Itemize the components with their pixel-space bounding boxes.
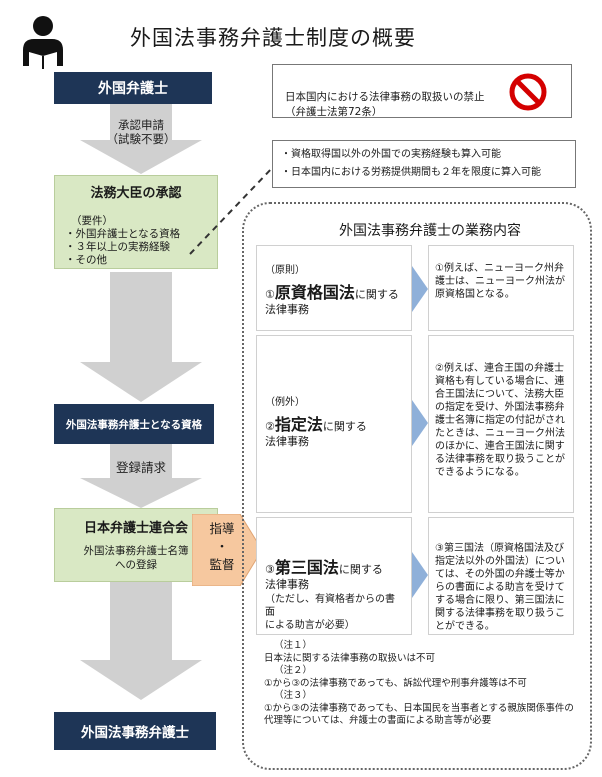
experience-note-line: ・日本国内における労務提供期間も２年を限度に算入可能 bbox=[281, 167, 541, 178]
scope-line2: 法律事務 bbox=[265, 303, 309, 316]
note-text: ①から③の法律事務であっても、日本国民を当事者とする親族関係事件の代理等について… bbox=[264, 702, 574, 727]
foreign-lawyer-box: 外国弁護士 bbox=[54, 72, 212, 104]
notes-block: （注１） 日本法に関する法律事務の取扱いは不可 （注２） ①から③の法律事務であ… bbox=[264, 640, 580, 728]
panel-arrow-2 bbox=[412, 400, 428, 446]
example-cell-2: ②例えば、連合王国の弁護士資格も有している場合に、連合王国法について、法務大臣の… bbox=[428, 335, 574, 513]
requirement-item: ・外国弁護士となる資格 bbox=[65, 228, 181, 240]
flow-arrow-1 bbox=[80, 102, 202, 174]
scope-name: 原資格国法 bbox=[274, 283, 355, 302]
experience-note-line: ・資格取得国以外の外国での実務経験も算入可能 bbox=[281, 149, 501, 160]
panel-arrow-1 bbox=[412, 266, 428, 312]
requirements-heading: （要件） bbox=[71, 215, 113, 227]
scope-cell-1: （原則） ①原資格国法に関する 法律事務 bbox=[256, 245, 412, 331]
federation-title: 日本弁護士連合会 bbox=[83, 521, 188, 536]
qualification-box: 外国法事務弁護士となる資格 bbox=[54, 404, 214, 444]
flow-arrow-2 bbox=[80, 272, 202, 402]
scope-line2: 法律事務 bbox=[265, 435, 309, 448]
scope-name: 第三国法 bbox=[274, 558, 339, 577]
guidance-label: 指導 ・ 監督 bbox=[209, 521, 235, 572]
example-cell-3: ③第三国法（原資格国法及び指定法以外の外国法）については、その外国の弁護士等から… bbox=[428, 517, 574, 635]
note-heading: （注１） bbox=[274, 640, 313, 651]
approval-request-label: 承認申請 （試験不要） bbox=[106, 118, 176, 146]
scope-suffix: に関する bbox=[338, 563, 383, 576]
prohibited-icon bbox=[509, 73, 547, 111]
page-title: 外国法事務弁護士制度の概要 bbox=[130, 26, 416, 50]
scope-prefix: （例外） bbox=[265, 397, 305, 408]
scope-line: ①原資格国法に関する bbox=[265, 279, 403, 303]
prohibition-note-text: 日本国内における法律事務の取扱いの禁止 （弁護士法第72条） bbox=[285, 91, 485, 118]
scope-num: ① bbox=[265, 288, 275, 301]
scope-name: 指定法 bbox=[274, 415, 323, 434]
registration-request-label: 登録請求 bbox=[115, 460, 166, 475]
example-cell-1: ①例えば、ニューヨーク州弁護士は、ニューヨーク州法が原資格国となる。 bbox=[428, 245, 574, 331]
business-content-panel bbox=[242, 202, 592, 770]
federation-box: 日本弁護士連合会 外国法事務弁護士名簿 への登録 bbox=[54, 508, 218, 582]
note-heading: （注２） bbox=[274, 665, 313, 676]
scope-cell-2: （例外） ②指定法に関する 法律事務 bbox=[256, 335, 412, 513]
requirement-item: ・３年以上の実務経験 bbox=[65, 241, 170, 253]
federation-subtitle: 外国法事務弁護士名簿 への登録 bbox=[83, 545, 189, 571]
experience-note: ・資格取得国以外の外国での実務経験も算入可能 ・日本国内における労務提供期間も２… bbox=[272, 140, 576, 188]
registered-lawyer-box: 外国法事務弁護士 bbox=[54, 712, 216, 750]
note-text: ①から③の法律事務であっても、訴訟代理や刑事弁護等は不可 bbox=[264, 677, 527, 689]
scope-suffix: に関する bbox=[354, 288, 399, 301]
scope-num: ③ bbox=[265, 563, 275, 576]
flow-arrow-3 bbox=[80, 440, 202, 508]
dashed-connector bbox=[189, 165, 275, 255]
guidance-arrow-shape bbox=[192, 514, 263, 586]
requirement-item: ・その他 bbox=[65, 254, 107, 266]
scope-line: ②指定法に関する bbox=[265, 411, 403, 435]
scope-line2: 法律事務 bbox=[265, 578, 309, 591]
note-heading: （注３） bbox=[274, 690, 313, 701]
panel-title: 外国法事務弁護士の業務内容 bbox=[339, 223, 521, 239]
scope-num: ② bbox=[265, 420, 275, 433]
approval-title: 法務大臣の承認 bbox=[90, 186, 182, 201]
person-reading-icon bbox=[23, 16, 63, 69]
scope-extra: （ただし、有資格者からの書面 による助言が必要） bbox=[265, 594, 395, 631]
scope-suffix: に関する bbox=[322, 420, 367, 433]
note-text: 日本法に関する法律事務の取扱いは不可 bbox=[264, 652, 436, 664]
scope-line: ③第三国法に関する bbox=[265, 554, 403, 578]
scope-cell-3: ③第三国法に関する 法律事務 （ただし、有資格者からの書面 による助言が必要） bbox=[256, 517, 412, 635]
scope-prefix: （原則） bbox=[265, 265, 305, 276]
flow-arrow-4 bbox=[80, 582, 202, 700]
minister-approval-box: 法務大臣の承認 （要件） ・外国弁護士となる資格 ・３年以上の実務経験 ・その他 bbox=[54, 175, 218, 269]
panel-arrow-3 bbox=[412, 552, 428, 598]
